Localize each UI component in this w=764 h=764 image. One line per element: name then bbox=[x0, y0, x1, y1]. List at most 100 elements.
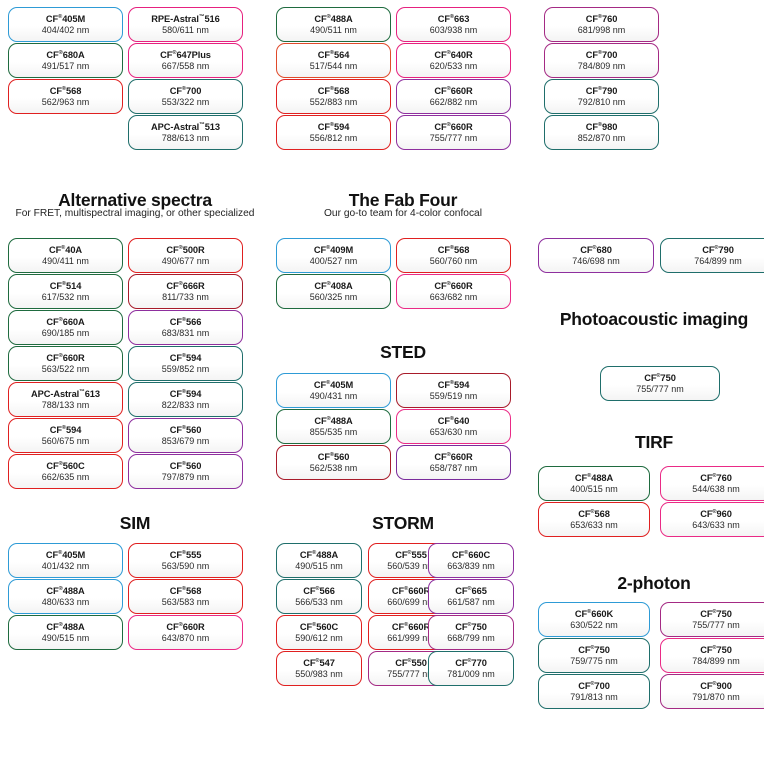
trademark-symbol: ® bbox=[467, 657, 472, 664]
dye-wavelengths: 560/539 nm bbox=[387, 561, 435, 572]
dye-wavelengths: 560/675 nm bbox=[41, 436, 90, 447]
dye-name: CF®750 bbox=[700, 608, 732, 619]
trademark-symbol: ® bbox=[181, 388, 187, 395]
trademark-symbol: ® bbox=[587, 608, 592, 615]
dye-name: CF®560 bbox=[169, 460, 202, 471]
dye-wavelengths: 855/535 nm bbox=[309, 427, 358, 438]
dye-wavelengths: 566/533 nm bbox=[295, 597, 343, 608]
trademark-symbol: ® bbox=[449, 13, 455, 20]
dye-wavelengths: 690/185 nm bbox=[41, 328, 90, 339]
dye-name: CF®660R bbox=[166, 621, 205, 632]
dye-name: APC-Astral™513 bbox=[151, 121, 220, 132]
trademark-symbol: ® bbox=[181, 424, 187, 431]
dye-wavelengths: 400/515 nm bbox=[570, 484, 618, 495]
dye-wavelengths: 755/777 nm bbox=[429, 133, 478, 144]
dye-name: CF®660R bbox=[391, 621, 431, 632]
dye-name: CF®660K bbox=[574, 608, 614, 619]
dye-wavelengths: 480/633 nm bbox=[41, 597, 90, 608]
trademark-symbol: ® bbox=[58, 621, 63, 628]
trademark-symbol: ® bbox=[178, 621, 183, 628]
trademark-symbol: ® bbox=[597, 13, 603, 20]
dye-wavelengths: 553/322 nm bbox=[161, 97, 210, 108]
trademark-symbol: ® bbox=[446, 85, 451, 92]
dye-wavelengths: 755/777 nm bbox=[692, 620, 740, 631]
trademark-symbol: ® bbox=[712, 644, 717, 651]
trademark-symbol: ® bbox=[58, 460, 63, 467]
trademark-symbol: ® bbox=[714, 244, 719, 251]
dye-name: CF®594 bbox=[169, 388, 202, 399]
trademark-symbol: ® bbox=[181, 352, 187, 359]
